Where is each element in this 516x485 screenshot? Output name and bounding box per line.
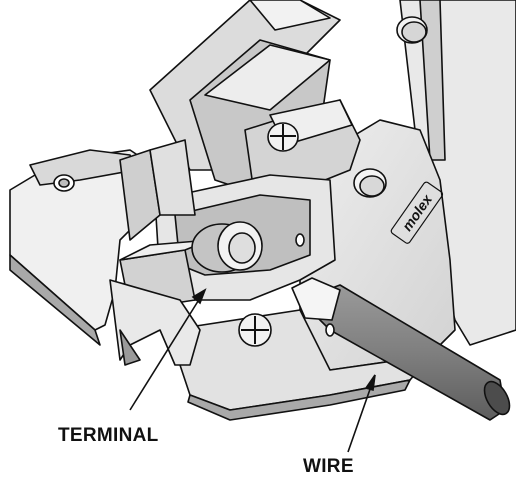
pin-left-inner (58, 178, 70, 188)
screw-right (353, 168, 387, 198)
terminal-arrowhead (191, 288, 207, 305)
terminal-label: TERMINAL (58, 425, 159, 446)
front-skirt-shadow (119, 329, 141, 366)
wire-label: WIRE (303, 456, 354, 477)
terminal-leader-line (129, 289, 206, 411)
wire-strands (291, 277, 341, 321)
terminal-barrel-inner (228, 232, 256, 264)
screw-bottom (238, 313, 272, 347)
left-plate-side (9, 254, 101, 346)
back-plate-edge (419, 0, 446, 161)
slot-1 (325, 323, 335, 337)
lower-jaw-shadow (187, 379, 411, 421)
wire-end (483, 380, 511, 416)
upper-arm-front-face (204, 44, 331, 111)
wire-arrowhead (364, 374, 376, 392)
slot-2 (295, 233, 305, 247)
screw-top-right (396, 16, 428, 44)
upper-arm-back-top (249, 0, 331, 31)
screw-middle (267, 122, 299, 152)
left-post-2 (149, 139, 196, 216)
